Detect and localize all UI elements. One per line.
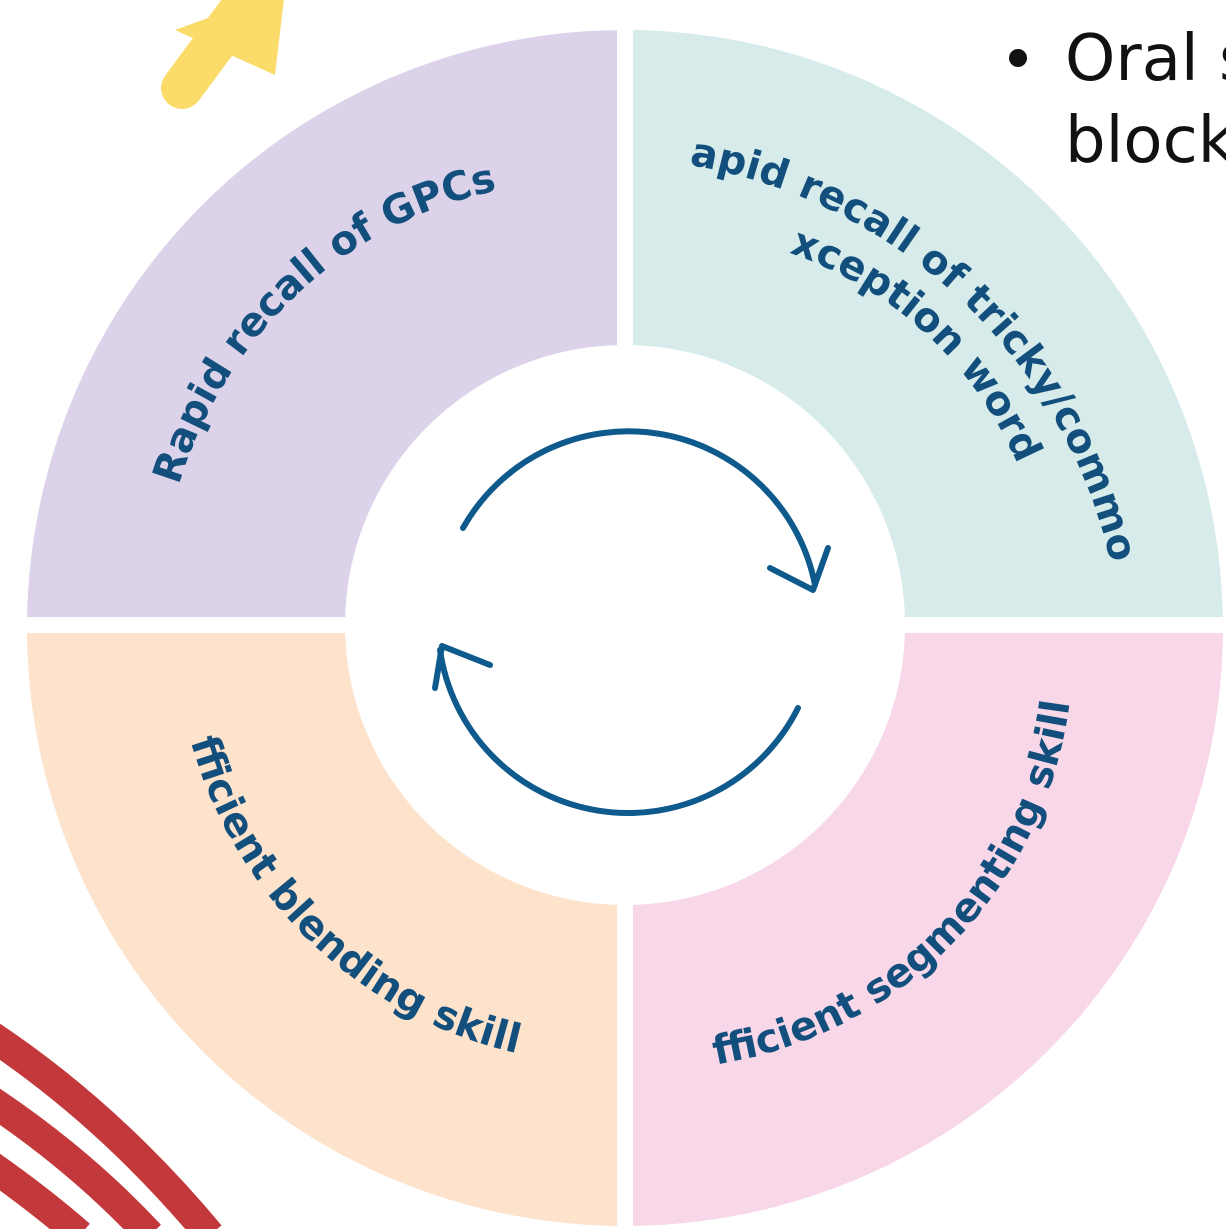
red-stripes xyxy=(0,1023,222,1229)
bullet-marker xyxy=(1009,49,1027,67)
bullet-line-2: block xyxy=(1065,104,1226,178)
bullet-line-1: Oral s xyxy=(1065,22,1226,96)
yellow-arrow-icon xyxy=(161,0,284,109)
quadrant-top-left xyxy=(26,30,617,617)
cycle-arrows-icon xyxy=(432,428,831,816)
